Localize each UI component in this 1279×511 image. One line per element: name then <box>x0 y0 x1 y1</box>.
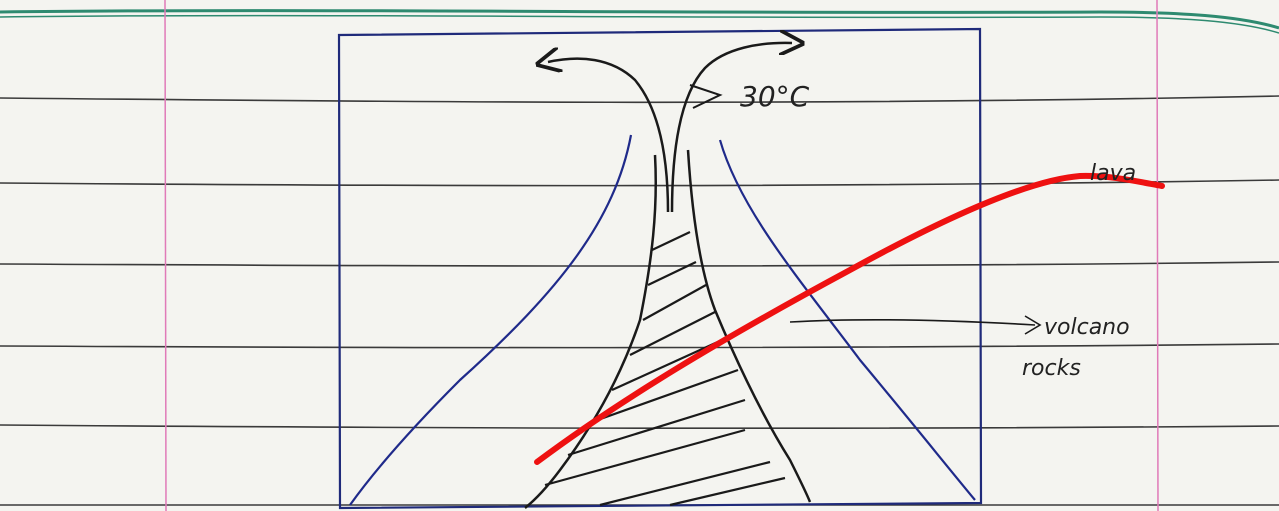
top-rule <box>0 9 1279 30</box>
temperature-label: 30°C <box>740 80 810 113</box>
arrow-left-icon <box>548 59 670 213</box>
diagram-frame <box>337 27 983 510</box>
rocks-pointer-line <box>789 319 1036 326</box>
top-rule-2 <box>0 14 1279 34</box>
vent-right-wall <box>686 149 812 503</box>
ruled-lines <box>0 95 1279 508</box>
rocks-label-line2: rocks <box>1022 356 1081 381</box>
lava-line <box>534 172 1165 465</box>
vent-hatching <box>544 231 786 507</box>
volcano-left-slope <box>349 134 633 506</box>
rocks-pointer-arrowhead <box>1024 315 1042 335</box>
margin-line-right <box>1156 0 1159 511</box>
pointer-arrow-icon <box>689 84 723 109</box>
lava-label: lava <box>1090 161 1136 186</box>
margin-line-left <box>164 0 167 511</box>
volcano-right-slope <box>718 139 976 501</box>
rocks-label-line1: volcano <box>1044 315 1130 340</box>
arrow-right-icon <box>670 43 792 213</box>
